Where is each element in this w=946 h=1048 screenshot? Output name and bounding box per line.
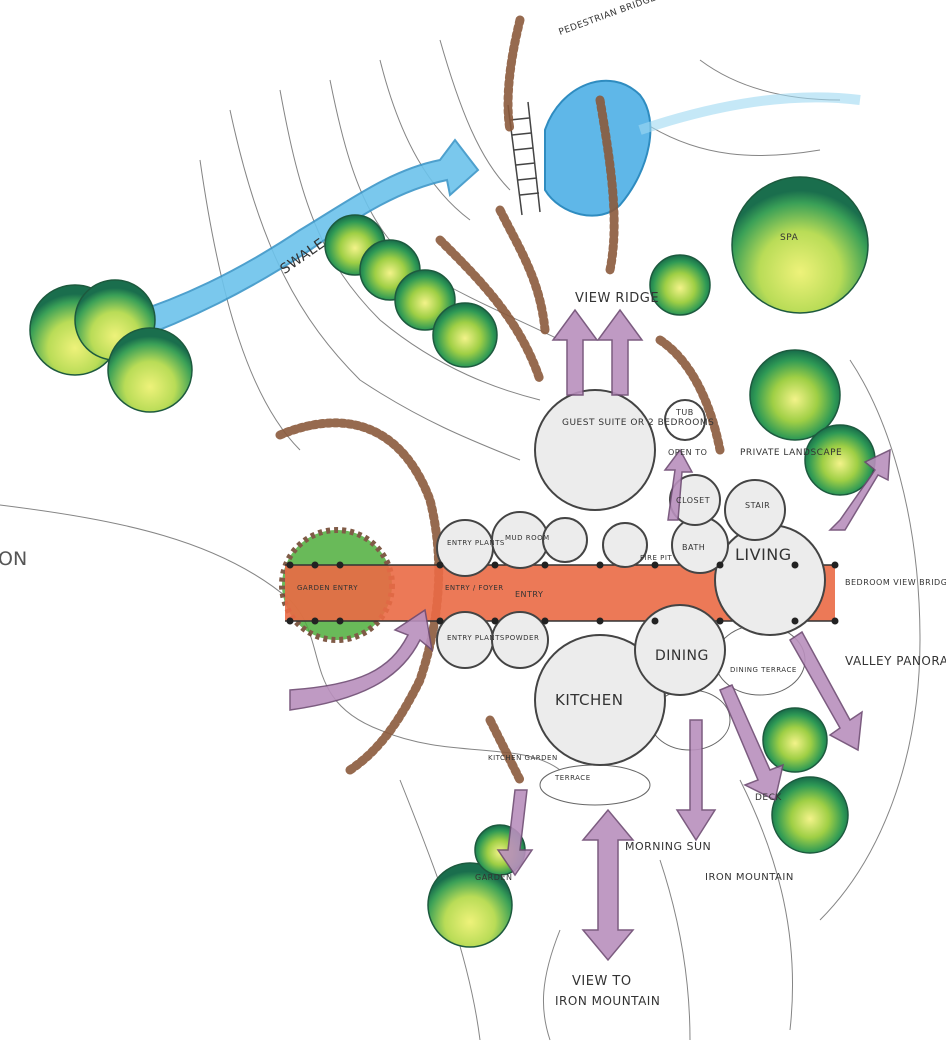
label-iron-mountain: IRON MOUNTAIN <box>705 872 794 883</box>
label-garden: GARDEN <box>475 873 512 882</box>
label-closet: CLOSET <box>676 496 710 505</box>
label-dining-terrace: DINING TERRACE <box>730 666 797 674</box>
label-arrival: GARDEN ENTRY <box>297 584 358 592</box>
label-iron-mountain-2: IRON MOUNTAIN <box>555 994 660 1008</box>
label-view-ridge: VIEW RIDGE <box>575 291 659 306</box>
label-tub: TUB <box>675 408 694 417</box>
label-entry-corridor: ENTRY / FOYER <box>445 584 504 592</box>
label-mud-room: MUD ROOM <box>505 534 550 542</box>
label-guest-suite: GUEST SUITE OR 2 BEDROOMS <box>562 418 714 428</box>
label-dining: DINING <box>655 648 709 664</box>
label-spa: SPA <box>780 233 799 243</box>
label-entry: ENTRY <box>515 590 543 599</box>
label-fire-pit: FIRE PIT <box>640 554 672 562</box>
bridge-note: PEDESTRIAN BRIDGE OVER STREAM <box>558 0 727 38</box>
label-view-to: VIEW TO <box>572 974 632 989</box>
label-kitchen-garden: KITCHEN GARDEN <box>488 754 558 762</box>
label-open-to: OPEN TO <box>668 448 707 457</box>
label-bath: BATH <box>682 543 705 552</box>
label-terrace: TERRACE <box>554 774 591 782</box>
label-private-landscape: PRIVATE LANDSCAPE <box>740 448 842 458</box>
label-morning-sun: MORNING SUN <box>625 840 711 853</box>
label-powder: POWDER <box>505 634 539 642</box>
label-kitchen: KITCHEN <box>555 691 624 709</box>
label-valley-panorama: VALLEY PANORAMA <box>845 654 946 668</box>
label-living: LIVING <box>735 545 792 564</box>
label-entry-plants-bottom: ENTRY PLANTS <box>447 634 505 642</box>
label-entry-plants-top: ENTRY PLANTS <box>447 539 505 547</box>
label-bedroom-view: BEDROOM VIEW BRIDGE <box>845 578 946 587</box>
label-deck: DECK <box>755 793 782 803</box>
label-stair: STAIR <box>745 501 770 510</box>
